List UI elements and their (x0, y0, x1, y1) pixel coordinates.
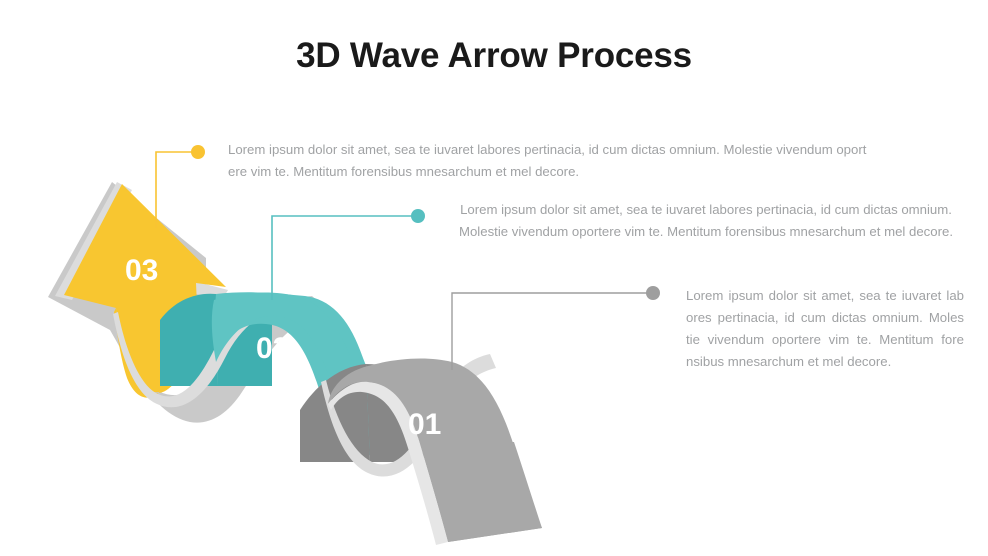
segment-03-top-face (64, 184, 226, 393)
segment-02-hump (211, 292, 400, 462)
connector-02-line (271, 215, 412, 300)
segment-01-number: 01 (408, 408, 441, 441)
page-title: 3D Wave Arrow Process (296, 36, 692, 75)
segment-01-description: Lorem ipsum dolor sit amet, sea te iuvar… (686, 288, 964, 369)
segment-02-side-face (160, 293, 218, 386)
segment-03-shape: 03 (55, 182, 228, 398)
segment-01-lower-face (420, 442, 542, 542)
segment-03-number: 03 (125, 254, 158, 287)
segment-02-side-face-right (216, 294, 272, 386)
connector-02-dot (411, 209, 425, 223)
ridge-edge-03-02 (113, 297, 281, 408)
connector-01-line (451, 292, 647, 370)
segment-03-edge-highlight-barb (180, 278, 228, 300)
segment-02-top-face (214, 292, 396, 432)
segment-01-side-face-right (366, 364, 424, 462)
connector-03-dot (191, 145, 205, 159)
segment-02-description: Lorem ipsum dolor sit amet, sea te iuvar… (458, 202, 953, 239)
segment-01-side-face (300, 364, 370, 462)
connector-02 (271, 209, 425, 300)
segment-02-body-face (212, 302, 382, 457)
segment-01-shape: 01 (328, 358, 542, 545)
segment-03-body-face (114, 308, 181, 398)
segment-01-edge-highlight (328, 381, 448, 545)
ribbon-shadow-layer (48, 182, 330, 423)
ridge-edge-02-01 (321, 354, 496, 477)
segment-02-inner-face (160, 293, 272, 386)
connector-01-dot (646, 286, 660, 300)
connector-03-line (155, 151, 192, 228)
connector-01 (451, 286, 660, 370)
wave-drop-shadow (108, 296, 330, 423)
segment-03-description: Lorem ipsum dolor sit amet, sea te iuvar… (228, 142, 867, 179)
connector-03 (155, 145, 205, 228)
segment-02-shape: 02 (211, 292, 400, 462)
segment-02-number: 02 (256, 332, 289, 365)
segment-01-inner-face (300, 364, 424, 462)
arrow-drop-shadow (48, 182, 206, 400)
segment-03-edge-highlight (55, 182, 132, 300)
segment-01-hump (328, 358, 542, 542)
